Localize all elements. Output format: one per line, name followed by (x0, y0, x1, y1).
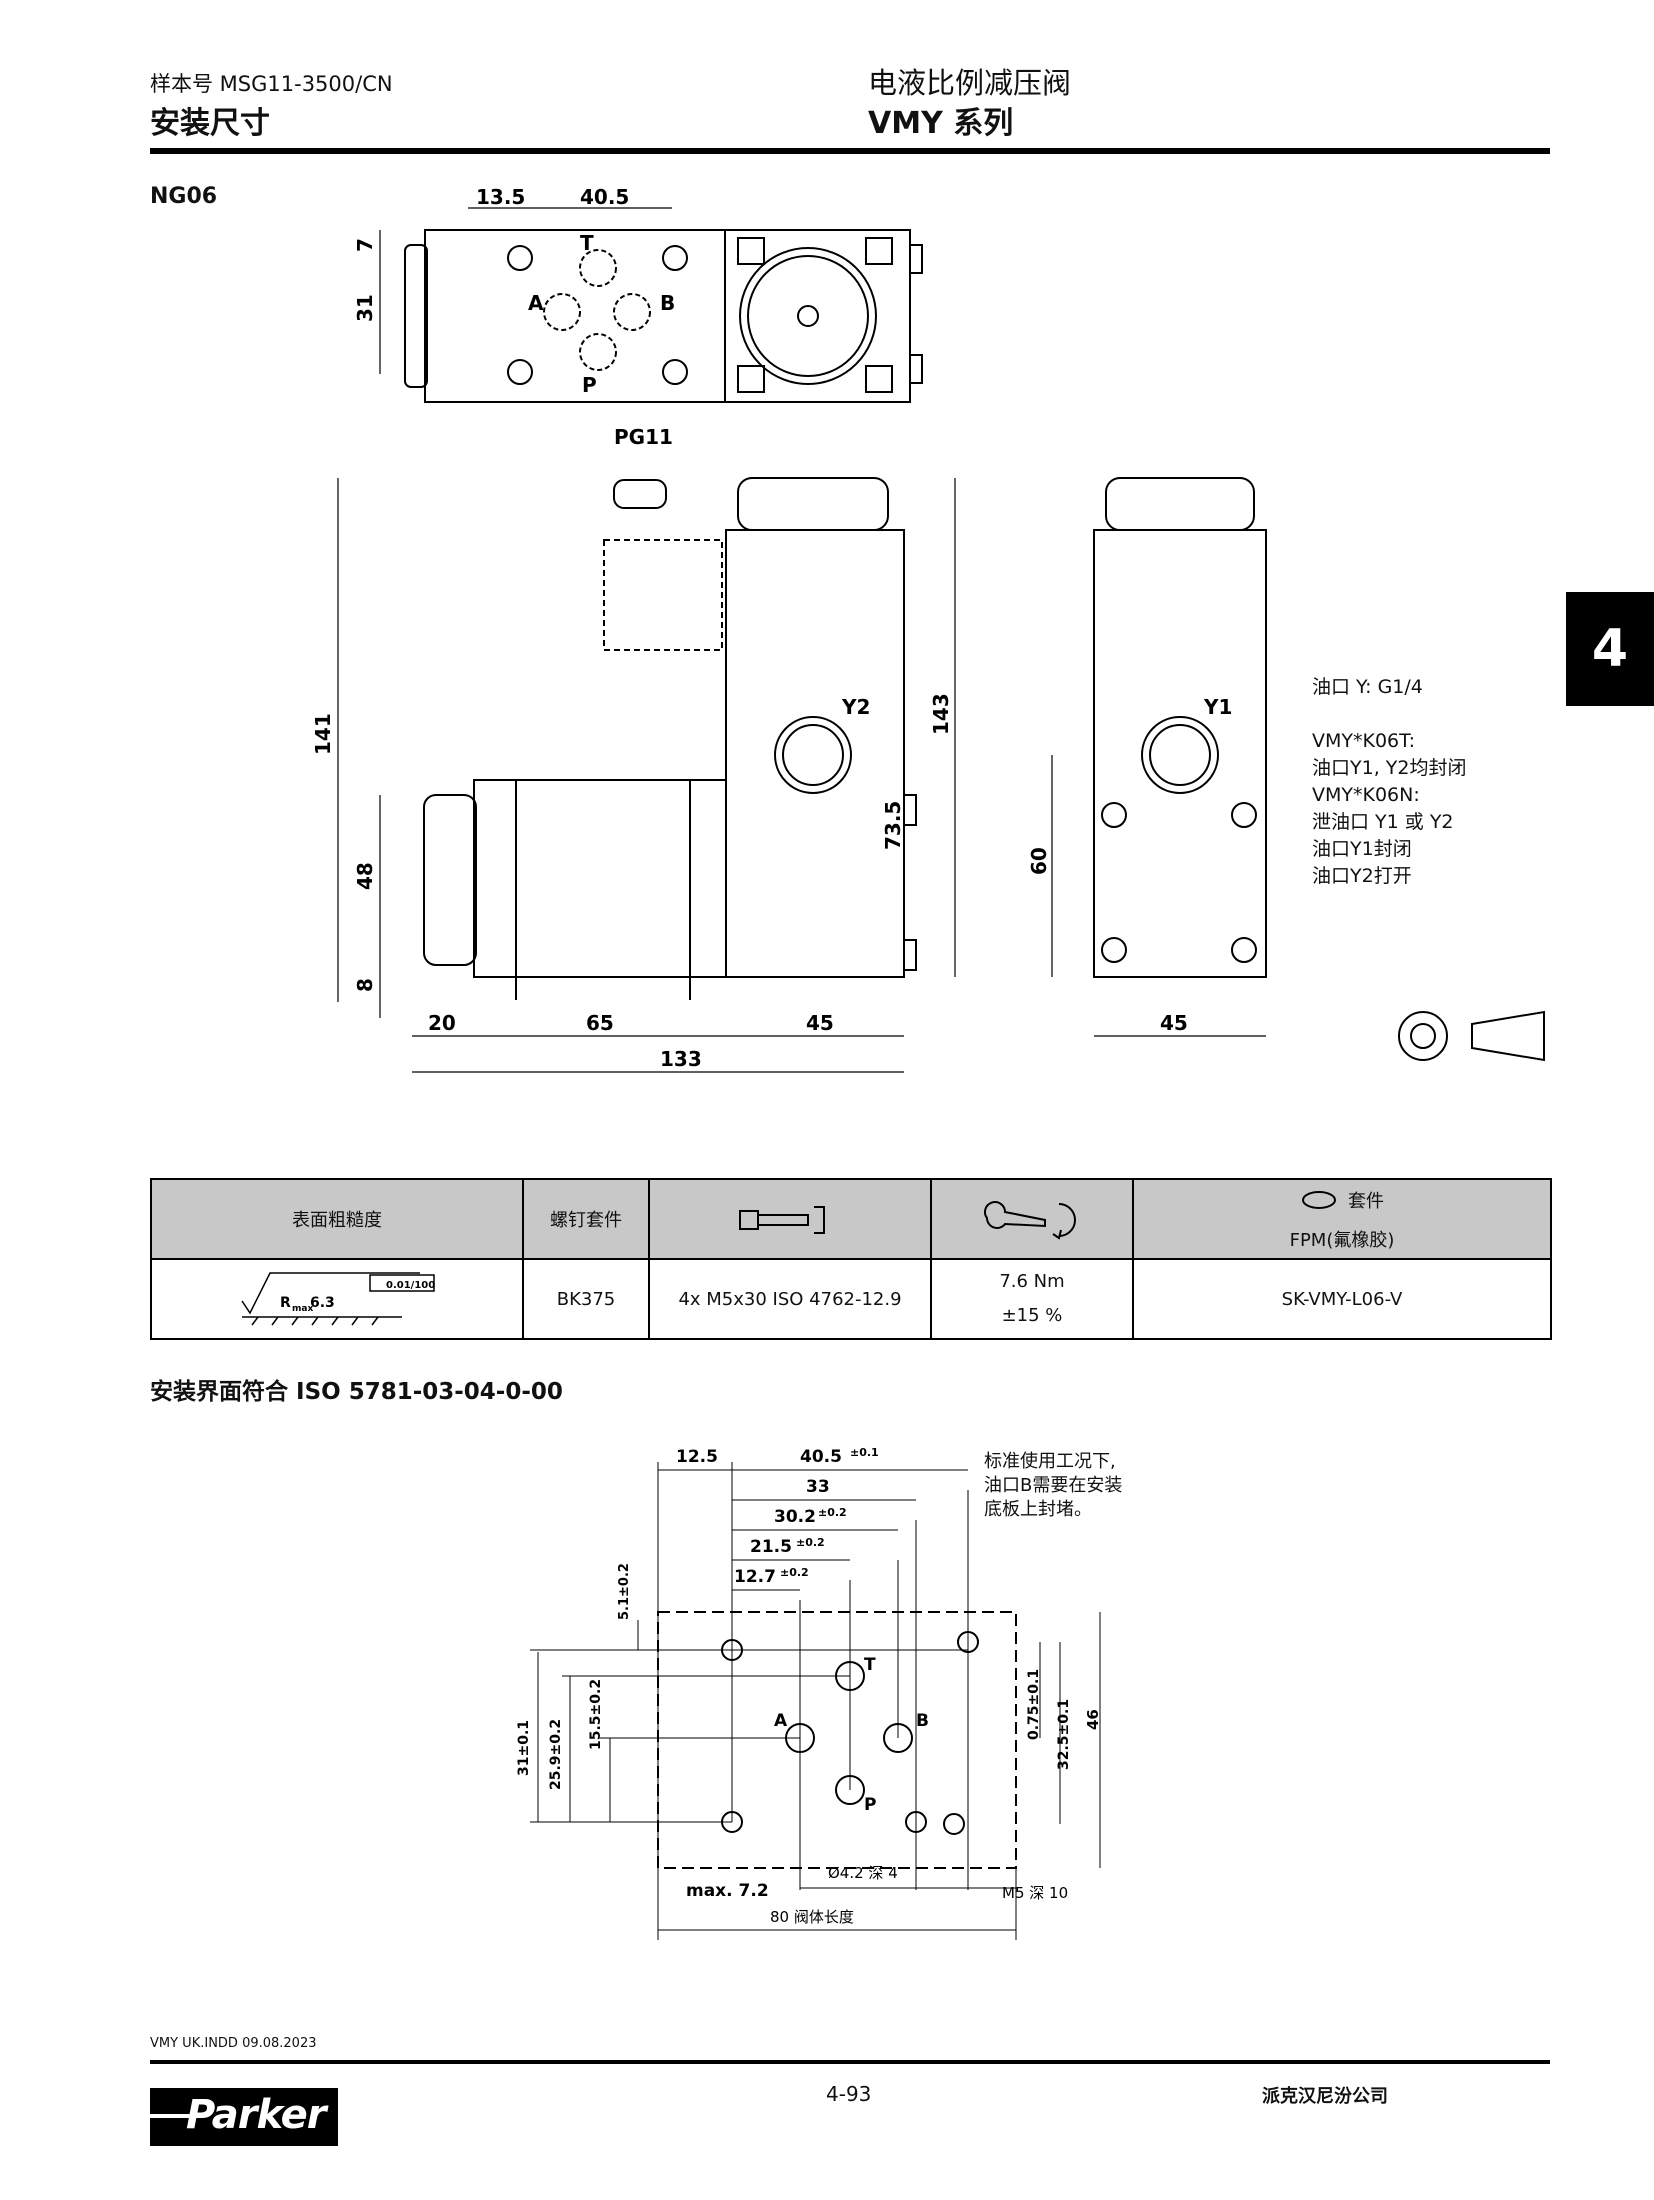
mounting-table: 表面粗糙度 螺钉套件 套件 FPM(氟橡胶) R max 6.3 0.01/10… (150, 1178, 1552, 1340)
port-y2-label: Y2 (841, 695, 870, 719)
table-header-row (152, 1180, 1550, 1260)
connector-label: PG11 (614, 425, 673, 449)
port-notes: 油口 Y: G1/4 VMY*K06T: 油口Y1, Y2均封闭 VMY*K06… (1312, 674, 1466, 890)
file-info: VMY UK.INDD 09.08.2023 (150, 2036, 317, 2051)
ng-size-label: NG06 (150, 184, 218, 209)
dim-25-9: 25.9±0.2 (548, 1719, 564, 1790)
iface-port-p: P (864, 1795, 876, 1815)
interface-note: 标准使用工况下, 油口B需要在安装 底板上封堵。 (984, 1450, 1122, 1522)
port-y1-label: Y1 (1203, 695, 1232, 719)
dim-21-5: 21.5 (750, 1537, 792, 1557)
header-roughness: 表面粗糙度 (292, 1210, 382, 1231)
svg-text:max: max (292, 1304, 313, 1314)
svg-text:±0.2: ±0.2 (780, 1566, 809, 1579)
section-title: 安装尺寸 (150, 106, 270, 141)
dim-65: 65 (586, 1011, 614, 1035)
dim-0-75: 0.75±0.1 (1026, 1669, 1042, 1740)
parker-logo: Parker (150, 2088, 338, 2146)
note-line: 标准使用工况下, (984, 1451, 1116, 1472)
o-ring-icon (1302, 1191, 1336, 1209)
header-screw-kit: 螺钉套件 (550, 1210, 622, 1231)
dim-48: 48 (353, 862, 377, 890)
company-name: 派克汉尼汾公司 (1262, 2086, 1388, 2107)
footer-rule (150, 2060, 1550, 2064)
screw-icon (650, 1180, 930, 1258)
svg-text:±0.1: ±0.1 (850, 1446, 879, 1459)
note-line: 油口Y2打开 (1312, 865, 1412, 887)
dim-31: 31±0.1 (516, 1720, 532, 1776)
dim-top-31: 31 (353, 294, 377, 322)
screw-kit-code: BK375 (556, 1288, 616, 1310)
series-title: VMY 系列 (868, 106, 1014, 141)
drawing-labels: 13.5 40.5 7 31 T A B P PG11 Y2 141 143 7… (311, 185, 1232, 1071)
note-line: 油口B需要在安装 (984, 1475, 1123, 1496)
dim-5-1: 5.1±0.2 (617, 1563, 632, 1620)
dim-141: 141 (311, 713, 335, 755)
dim-133: 133 (660, 1047, 702, 1071)
port-a-label: A (528, 291, 544, 315)
interface-title: 安装界面符合 ISO 5781-03-04-0-00 (150, 1379, 563, 1405)
dim-33: 33 (806, 1477, 830, 1497)
header-rule (150, 148, 1550, 154)
header-fpm: FPM(氟橡胶) (1289, 1230, 1395, 1251)
note-line: VMY*K06N: (1312, 784, 1420, 806)
dim-top-13-5: 13.5 (476, 185, 525, 209)
dim-20: 20 (428, 1011, 456, 1035)
dim-15-5: 15.5±0.2 (588, 1679, 604, 1750)
hole-spec: Ø4.2 深 4 (828, 1864, 898, 1882)
catalog-number: 样本号 MSG11-3500/CN (150, 72, 393, 96)
port-b-label: B (660, 291, 675, 315)
seal-kit-header: 套件 (1134, 1180, 1550, 1220)
iface-port-b: B (916, 1711, 929, 1731)
dim-46: 46 (1084, 1709, 1102, 1730)
dim-12-7: 12.7 (734, 1567, 776, 1587)
dim-45-side: 45 (806, 1011, 834, 1035)
chapter-tab: 4 (1566, 592, 1654, 706)
dim-60: 60 (1027, 847, 1051, 875)
valve-drawings: 13.5 40.5 7 31 T A B P PG11 Y2 141 143 7… (311, 185, 1545, 1073)
port-p-label: P (582, 373, 597, 397)
svg-text:±0.2: ±0.2 (796, 1536, 825, 1549)
note-line: 油口 Y: G1/4 (1312, 676, 1423, 698)
dim-80: 80 阀体长度 (770, 1908, 854, 1926)
dim-30-2: 30.2 (774, 1507, 816, 1527)
top-view-body (424, 229, 911, 403)
thread-spec: M5 深 10 (1002, 1884, 1068, 1902)
svg-text:6.3: 6.3 (310, 1295, 335, 1311)
torque-tolerance: ±15 % (1001, 1304, 1063, 1326)
note-line: 油口Y1, Y2均封闭 (1312, 757, 1467, 779)
dim-top-40-5: 40.5 (580, 185, 629, 209)
iface-port-t: T (864, 1655, 876, 1675)
dim-32-5: 32.5±0.1 (1056, 1699, 1072, 1770)
dim-8: 8 (353, 978, 377, 992)
svg-text:±0.2: ±0.2 (818, 1506, 847, 1519)
note-line: 底板上封堵。 (984, 1499, 1092, 1520)
note-line: 泄油口 Y1 或 Y2 (1312, 811, 1454, 833)
dim-73-5: 73.5 (881, 801, 905, 850)
screw-spec: 4x M5x30 ISO 4762-12.9 (678, 1288, 902, 1310)
seal-kit-code: SK-VMY-L06-V (1281, 1288, 1403, 1310)
dim-143: 143 (929, 693, 953, 735)
dim-top-7: 7 (353, 238, 377, 252)
port-t-label: T (580, 231, 594, 255)
svg-text:0.01/100: 0.01/100 (386, 1280, 435, 1291)
svg-text:R: R (280, 1295, 291, 1311)
roughness-symbol: R max 6.3 0.01/100 (152, 1260, 522, 1338)
torque-value: 7.6 Nm (999, 1270, 1065, 1292)
note-line (1312, 701, 1466, 728)
page-number: 4-93 (826, 2082, 872, 2106)
iface-port-a: A (774, 1711, 788, 1731)
dim-45-end: 45 (1160, 1011, 1188, 1035)
product-title: 电液比例减压阀 (868, 66, 1072, 100)
wrench-icon (932, 1180, 1132, 1258)
note-line: 油口Y1封闭 (1312, 838, 1412, 860)
dim-12-5: 12.5 (676, 1447, 718, 1467)
note-line: VMY*K06T: (1312, 730, 1416, 752)
interface-drawing: 12.5 40.5 ±0.1 33 30.2 ±0.2 21.5 ±0.2 12… (516, 1446, 1102, 1940)
dim-max-7-2: max. 7.2 (686, 1881, 769, 1901)
dim-40-5: 40.5 (800, 1447, 842, 1467)
